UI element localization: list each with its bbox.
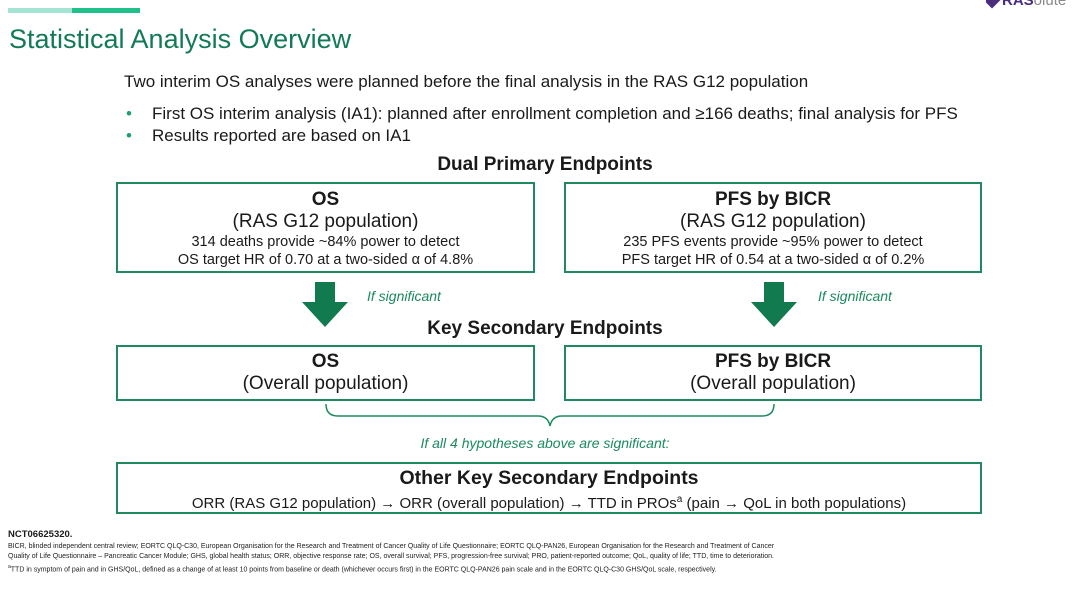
secondary-endpoints-heading: Key Secondary Endpoints <box>427 318 663 339</box>
bullet-item: Results reported are based on IA1 <box>124 125 958 147</box>
secondary-os-subtitle: (Overall population) <box>242 373 409 394</box>
secondary-pfs-subtitle: (Overall population) <box>690 373 856 394</box>
primary-endpoints-heading: Dual Primary Endpoints <box>437 154 653 175</box>
primary-pfs-line1: 235 PFS events provide ~95% power to det… <box>623 234 923 250</box>
primary-os-subtitle: (RAS G12 population) <box>232 211 419 232</box>
primary-os-box: OS (RAS G12 population) 314 deaths provi… <box>116 182 535 273</box>
secondary-os-title: OS <box>311 351 340 372</box>
other-secondary-description: ORR (RAS G12 population) → ORR (overall … <box>118 490 980 514</box>
all-hypotheses-condition-label: If all 4 hypotheses above are significan… <box>420 435 670 451</box>
abbreviations-line-2: Quality of Life Questionnaire – Pancreat… <box>8 553 774 560</box>
if-significant-left-label: If significant <box>367 288 441 304</box>
footnote-marker: a <box>8 564 11 570</box>
abbreviations-line-1: BICR, blinded independent central review… <box>8 543 775 550</box>
logo-text-light: olute <box>1033 0 1067 9</box>
accent-bar-green <box>72 8 140 13</box>
page-title: Statistical Analysis Overview <box>9 24 352 54</box>
footnote-text: TTD in symptom of pain and in GHS/QoL, d… <box>10 566 717 574</box>
primary-os-line2: OS target HR of 0.70 at a two-sided α of… <box>177 252 474 268</box>
if-significant-right-label: If significant <box>818 288 892 304</box>
accent-bar-light <box>8 8 72 13</box>
secondary-pfs-title: PFS by BICR <box>714 351 832 372</box>
primary-os-title: OS <box>311 189 340 210</box>
secondary-os-box: OS (Overall population) <box>116 345 535 401</box>
footnote-marker: a <box>676 494 683 505</box>
other-secondary-box: Other Key Secondary Endpoints ORR (RAS G… <box>116 462 982 514</box>
primary-pfs-title: PFS by BICR <box>714 189 832 210</box>
bullet-item: First OS interim analysis (IA1): planned… <box>124 103 958 125</box>
intro-text: Two interim OS analyses were planned bef… <box>124 72 809 91</box>
description-post: (pain → QoL in both populations) <box>682 495 907 512</box>
logo-text-bold: RAS <box>1002 0 1034 9</box>
footnote-a: aTTD in symptom of pain and in GHS/QoL, … <box>8 562 717 575</box>
secondary-pfs-box: PFS by BICR (Overall population) <box>564 345 982 401</box>
primary-pfs-box: PFS by BICR (RAS G12 population) 235 PFS… <box>564 182 982 273</box>
arrow-down-icon <box>302 282 348 327</box>
primary-os-line1: 314 deaths provide ~84% power to detect <box>191 234 460 250</box>
primary-pfs-subtitle: (RAS G12 population) <box>680 211 866 232</box>
arrow-down-icon <box>751 282 797 327</box>
description-pre: ORR (RAS G12 population) → ORR (overall … <box>191 495 677 512</box>
grouping-brace-icon <box>325 403 775 427</box>
primary-pfs-line2: PFS target HR of 0.54 at a two-sided α o… <box>621 252 925 268</box>
trial-id: NCT06625320. <box>8 529 73 540</box>
bullet-list: First OS interim analysis (IA1): planned… <box>124 103 958 147</box>
logo-diamond-icon <box>986 0 1001 9</box>
other-secondary-title: Other Key Secondary Endpoints <box>399 467 699 489</box>
